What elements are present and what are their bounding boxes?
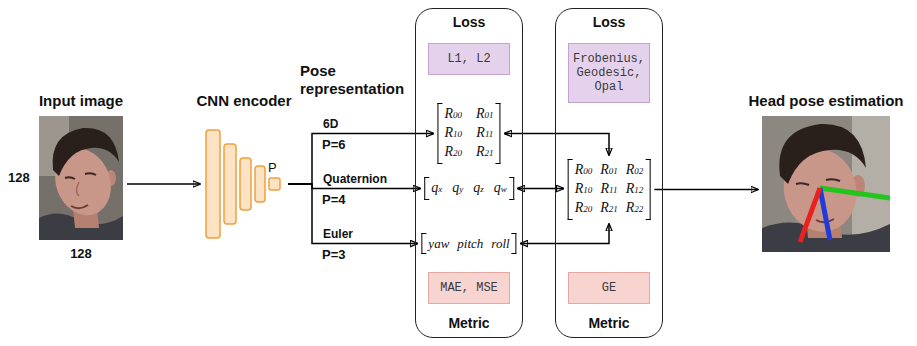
rotation-matrix-panel: LossMetricFrobenius, Geodesic, OpalR00R0… (555, 8, 663, 338)
head-pose-photo (762, 116, 890, 252)
encoder-layer (255, 166, 265, 202)
matrix-entry: R01 (476, 105, 494, 124)
edge-label: Quaternion (322, 172, 388, 186)
output-size: P (268, 160, 277, 175)
matrix-entry: R11 (476, 124, 494, 143)
loss-box: Frobenius, Geodesic, Opal (568, 43, 650, 103)
matrix-entry: R12 (626, 180, 644, 199)
output-size-label: P=6 (322, 137, 346, 152)
metric-names: MAE, MSE (433, 281, 505, 295)
annotation-label: 128 (8, 170, 30, 185)
encoder-title: CNN encoder (196, 92, 291, 110)
vector-entry: roll (491, 235, 509, 252)
connector-arrow (518, 188, 564, 190)
metric-names: GE (573, 281, 645, 295)
annotation-label: 128 (61, 246, 101, 261)
metric-box: MAE, MSE (428, 272, 510, 304)
matrix-entry: R20 (444, 143, 462, 162)
vector-entry: qz (473, 179, 484, 198)
matrix-entry: R10 (575, 180, 593, 199)
cnn-encoder-layers (206, 130, 280, 238)
connector-arrow (521, 224, 609, 244)
eye (85, 173, 96, 175)
photo-background (762, 116, 890, 252)
loss-box: L1, L2 (428, 43, 510, 75)
matrix-entry: R11 (600, 180, 618, 199)
vector-entry: yaw (428, 235, 449, 252)
eye (796, 183, 809, 185)
matrix-entry: R21 (600, 199, 618, 218)
matrix-entry: R01 (600, 161, 618, 180)
connector-arrow (654, 189, 758, 191)
pose-axis-x (800, 188, 820, 242)
loss-names: Frobenius, Geodesic, Opal (573, 52, 645, 94)
panel-heading: Loss (416, 14, 522, 31)
input-image: Input image (39, 116, 123, 240)
euler-vector: yaw pitch roll (421, 233, 516, 254)
connector-arrow (288, 184, 417, 244)
cnn-encoder: CNN encoderP (204, 126, 284, 242)
edge-label: 6D (322, 117, 339, 131)
pose-axis-z (820, 188, 830, 240)
pose-axis-y (820, 188, 890, 198)
output-size-label: P=3 (322, 247, 346, 262)
annotation-label: Pose representation (300, 62, 414, 98)
matrix-entry: R00 (444, 105, 462, 124)
rotation-6d-matrix: R00 R01R10 R11R20 R21 (437, 103, 500, 164)
hair (53, 128, 119, 176)
matrix-entry: R02 (626, 161, 644, 180)
panel-footer: Metric (416, 315, 522, 332)
eye (826, 179, 840, 181)
encoder-layer (240, 158, 251, 210)
vector-entry: qw (494, 179, 507, 198)
representation-panel: LossMetric L1, L2 R00 R01R10 R11R20 R21 qxqyqz… (415, 8, 523, 338)
encoder-output (269, 178, 280, 190)
panel-footer: Metric (556, 315, 662, 332)
eye (65, 177, 75, 179)
matrix-entry: R21 (476, 143, 494, 162)
mouth (71, 205, 88, 208)
matrix-entry: R22 (626, 199, 644, 218)
vector-entry: qy (452, 179, 463, 198)
rotation-matrix: R00 R01 R02R10 R11 R12R20 R21 R22 (568, 159, 651, 220)
image-title: Input image (39, 92, 123, 110)
metric-box: GE (568, 272, 650, 304)
matrix-entry: R20 (575, 199, 593, 218)
input-face-photo (39, 116, 123, 240)
connector-arrow (127, 183, 200, 185)
matrix-entry: R00 (575, 161, 593, 180)
head-pose-output: Head pose estimation (762, 116, 890, 252)
photo-background (39, 116, 123, 240)
connector-arrow (505, 134, 609, 156)
matrix-entry: R10 (444, 124, 462, 143)
encoder-layer (224, 144, 236, 224)
vector-entry: pitch (457, 235, 483, 252)
output-size-label: P=4 (322, 192, 346, 207)
edge-label: Euler (322, 227, 354, 241)
hair (779, 124, 866, 184)
loss-names: L1, L2 (433, 52, 505, 66)
vector-entry: qx (431, 179, 442, 198)
encoder-layer (206, 130, 220, 238)
panel-heading: Loss (556, 14, 662, 31)
image-title: Head pose estimation (748, 92, 903, 110)
nose (77, 182, 80, 196)
quaternion-vector: qxqyqzqw (424, 177, 514, 200)
